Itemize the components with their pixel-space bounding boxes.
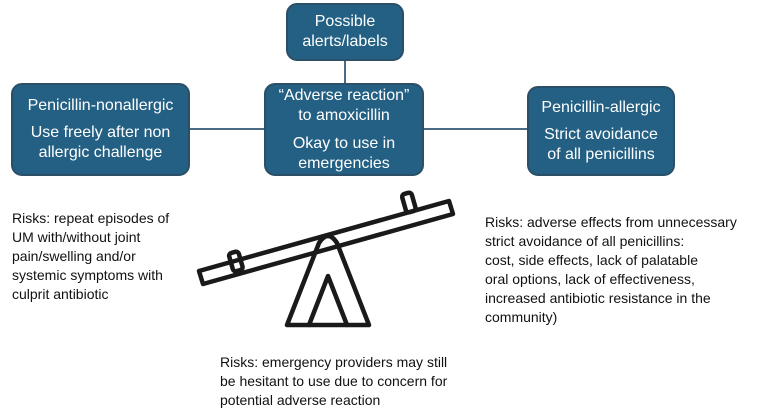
node-allergic-title: Penicillin-allergic <box>541 98 661 116</box>
node-penicillin-nonallergic: Penicillin-nonallergic Use freely after … <box>11 83 190 176</box>
connector-left-center <box>190 128 264 130</box>
node-adverse-reaction-title: “Adverse reaction” to amoxicillin <box>278 86 410 124</box>
connector-center-right <box>424 128 528 130</box>
risks-right: Risks: adverse effects from unnecessary … <box>485 214 737 325</box>
risks-left: Risks: repeat episodes of UM with/withou… <box>12 210 170 302</box>
node-penicillin-allergic: Penicillin-allergic Strict avoidance of … <box>527 86 675 176</box>
connector-top-center <box>344 61 346 83</box>
node-possible-alerts: Possible alerts/labels <box>286 3 404 61</box>
node-adverse-reaction-detail: Okay to use in emergencies <box>292 134 396 172</box>
node-nonallergic-title: Penicillin-nonallergic <box>27 97 174 114</box>
risks-bottom: Risks: emergency providers may still be … <box>220 354 448 408</box>
node-possible-alerts-text: Possible alerts/labels <box>302 13 388 50</box>
node-nonallergic-detail: Use freely after non allergic challenge <box>30 124 171 161</box>
node-adverse-reaction: “Adverse reaction” to amoxicillin Okay t… <box>264 83 424 176</box>
node-allergic-detail: Strict avoidance of all penicillins <box>544 125 658 163</box>
